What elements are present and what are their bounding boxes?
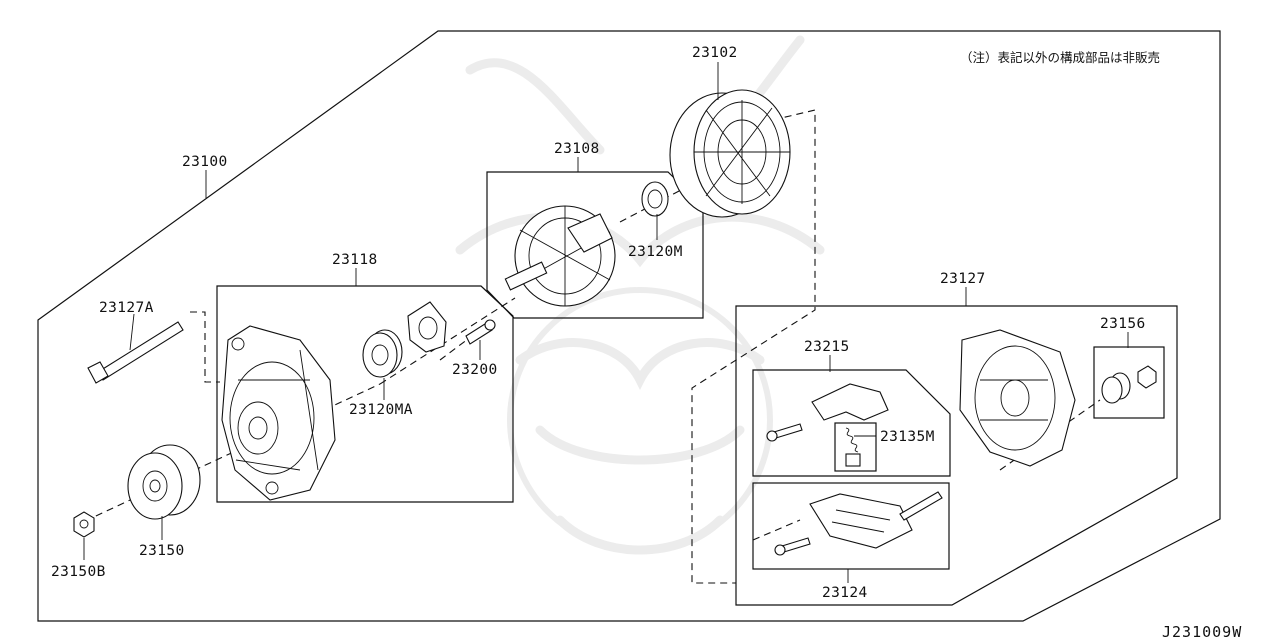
part-label-23150B: 23150B — [51, 564, 106, 580]
group-frame-23108 — [486, 171, 704, 319]
part-label-23215: 23215 — [804, 339, 850, 355]
assembly-frame-23100 — [37, 30, 1221, 622]
part-label-23102: 23102 — [692, 45, 738, 61]
bearing-23120MA — [362, 329, 403, 378]
group-frame-23156 — [1093, 346, 1165, 419]
stator-23102 — [669, 89, 791, 218]
front-housing-23118 — [221, 325, 336, 501]
retainer-plate — [407, 301, 447, 353]
rotor-23108 — [504, 205, 616, 307]
part-label-23156: 23156 — [1100, 316, 1146, 332]
part-label-23127: 23127 — [940, 271, 986, 287]
part-label-23120MA: 23120MA — [349, 402, 413, 418]
part-label-23100: 23100 — [182, 154, 228, 170]
cap-23156 — [1101, 365, 1157, 404]
bearing-23120M — [641, 181, 669, 217]
figure-id: J231009W — [1162, 623, 1242, 639]
through-bolt-23127A — [87, 321, 184, 384]
part-label-23135M: 23135M — [880, 429, 935, 445]
pulley-23150 — [127, 444, 201, 520]
watermark-crest — [455, 35, 825, 555]
note-text: （注）表記以外の構成部品は非販売 — [960, 50, 1160, 65]
brush-holder-23215 — [766, 383, 889, 442]
screw-23200 — [465, 319, 496, 345]
part-label-23120M: 23120M — [628, 244, 683, 260]
group-frame-23127 — [735, 305, 1178, 606]
group-frame-23118 — [216, 285, 514, 503]
group-frame-23135M — [834, 422, 877, 472]
leader-lines — [83, 62, 1129, 583]
part-label-23127A: 23127A — [99, 300, 154, 316]
group-frame-23215 — [752, 369, 951, 477]
part-label-23150: 23150 — [139, 543, 185, 559]
part-label-23108: 23108 — [554, 141, 600, 157]
nut-23150B — [73, 511, 95, 538]
part-label-23118: 23118 — [332, 252, 378, 268]
brush-spring-23135M — [845, 427, 861, 467]
group-frame-23124 — [752, 482, 950, 570]
part-label-23124: 23124 — [822, 585, 868, 601]
rear-cover-23127 — [959, 329, 1076, 467]
part-label-23200: 23200 — [452, 362, 498, 378]
rectifier-23124 — [774, 491, 943, 556]
